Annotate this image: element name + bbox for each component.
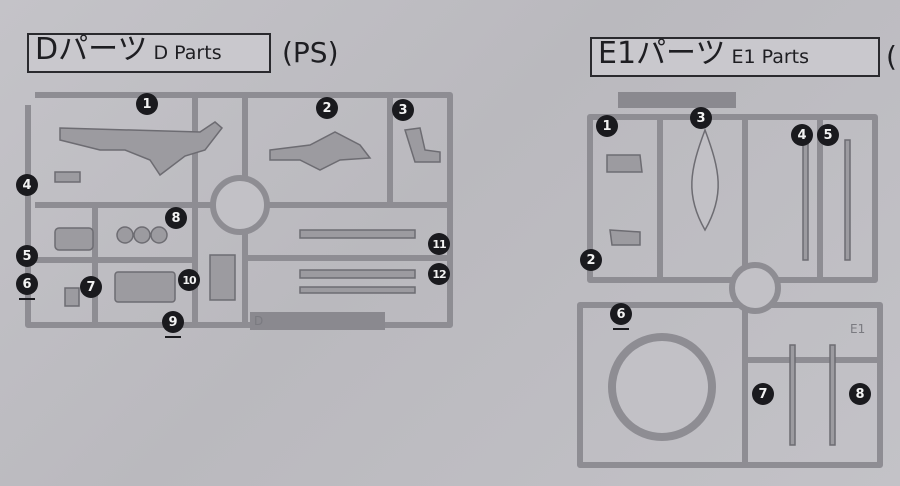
part-e1-2 [609, 229, 641, 246]
d-callout-9: 9 [162, 311, 184, 338]
e1-callout-7: 7 [752, 383, 774, 405]
e1-parts-plastic-type: ( [886, 40, 897, 73]
part-d9 [209, 254, 236, 301]
e1-sprue-hub [729, 262, 781, 314]
d-callout-5: 5 [16, 245, 38, 267]
e1-callout-3: 3 [690, 107, 712, 129]
part-e1-6 [608, 333, 716, 441]
d-callout-2: 2 [316, 97, 338, 119]
part-e1-8 [829, 344, 836, 446]
d-parts-title-sub: D Parts [153, 42, 222, 64]
d-gate-bar [250, 312, 385, 330]
part-e1-4 [802, 139, 809, 261]
part-d10 [114, 271, 176, 303]
part-e1-5 [844, 139, 851, 261]
part-d3 [404, 127, 441, 163]
part-e1-7 [789, 344, 796, 446]
part-d8b [133, 226, 151, 244]
d-callout-6: 6 [16, 273, 38, 300]
part-d11 [299, 229, 416, 239]
e1-runner-lower [577, 302, 883, 468]
e1-callout-8: 8 [849, 383, 871, 405]
part-d5 [54, 227, 94, 251]
part-d1-rifle [59, 121, 224, 177]
d-callout-1: 1 [136, 93, 158, 115]
d-callout-10: 10 [178, 269, 200, 291]
d-callout-11: 11 [428, 233, 450, 255]
part-d8c [150, 226, 168, 244]
e1-parts-shapes [606, 127, 851, 446]
part-d12 [299, 269, 416, 279]
part-d7 [64, 287, 80, 307]
d-parts-shapes [54, 121, 441, 307]
e1-callout-1: 1 [596, 115, 618, 137]
d-parts-plastic-type: (PS) [282, 36, 339, 69]
e1-gate-bar [618, 92, 736, 108]
d-sprue-hub [210, 175, 270, 235]
e1-callout-4: 4 [791, 124, 813, 146]
part-e1-1 [606, 154, 643, 173]
part-d8a [116, 226, 134, 244]
e1-callout-5: 5 [817, 124, 839, 146]
part-e1-3 [691, 127, 719, 232]
part-d2-gun [269, 131, 372, 171]
d-callout-12: 12 [428, 263, 450, 285]
d-callout-8: 8 [165, 207, 187, 229]
e1-runner-upper [587, 114, 878, 283]
d-parts-title-main: Dパーツ [35, 32, 148, 67]
e1-callout-2: 2 [580, 249, 602, 271]
d-gate-tag: D [254, 314, 264, 328]
e1-gate-tag: E1 [850, 322, 866, 336]
d-callout-4: 4 [16, 174, 38, 196]
e1-parts-title-sub: E1 Parts [731, 46, 809, 68]
part-d12b [299, 286, 416, 294]
d-callout-3: 3 [392, 99, 414, 121]
d-parts-title: Dパーツ D Parts [27, 33, 271, 73]
d-callout-7: 7 [80, 276, 102, 298]
e1-parts-title: E1パーツ E1 Parts [590, 37, 880, 77]
e1-callout-6: 6 [610, 303, 632, 330]
part-d4 [54, 171, 81, 183]
e1-parts-title-main: E1パーツ [598, 36, 726, 71]
